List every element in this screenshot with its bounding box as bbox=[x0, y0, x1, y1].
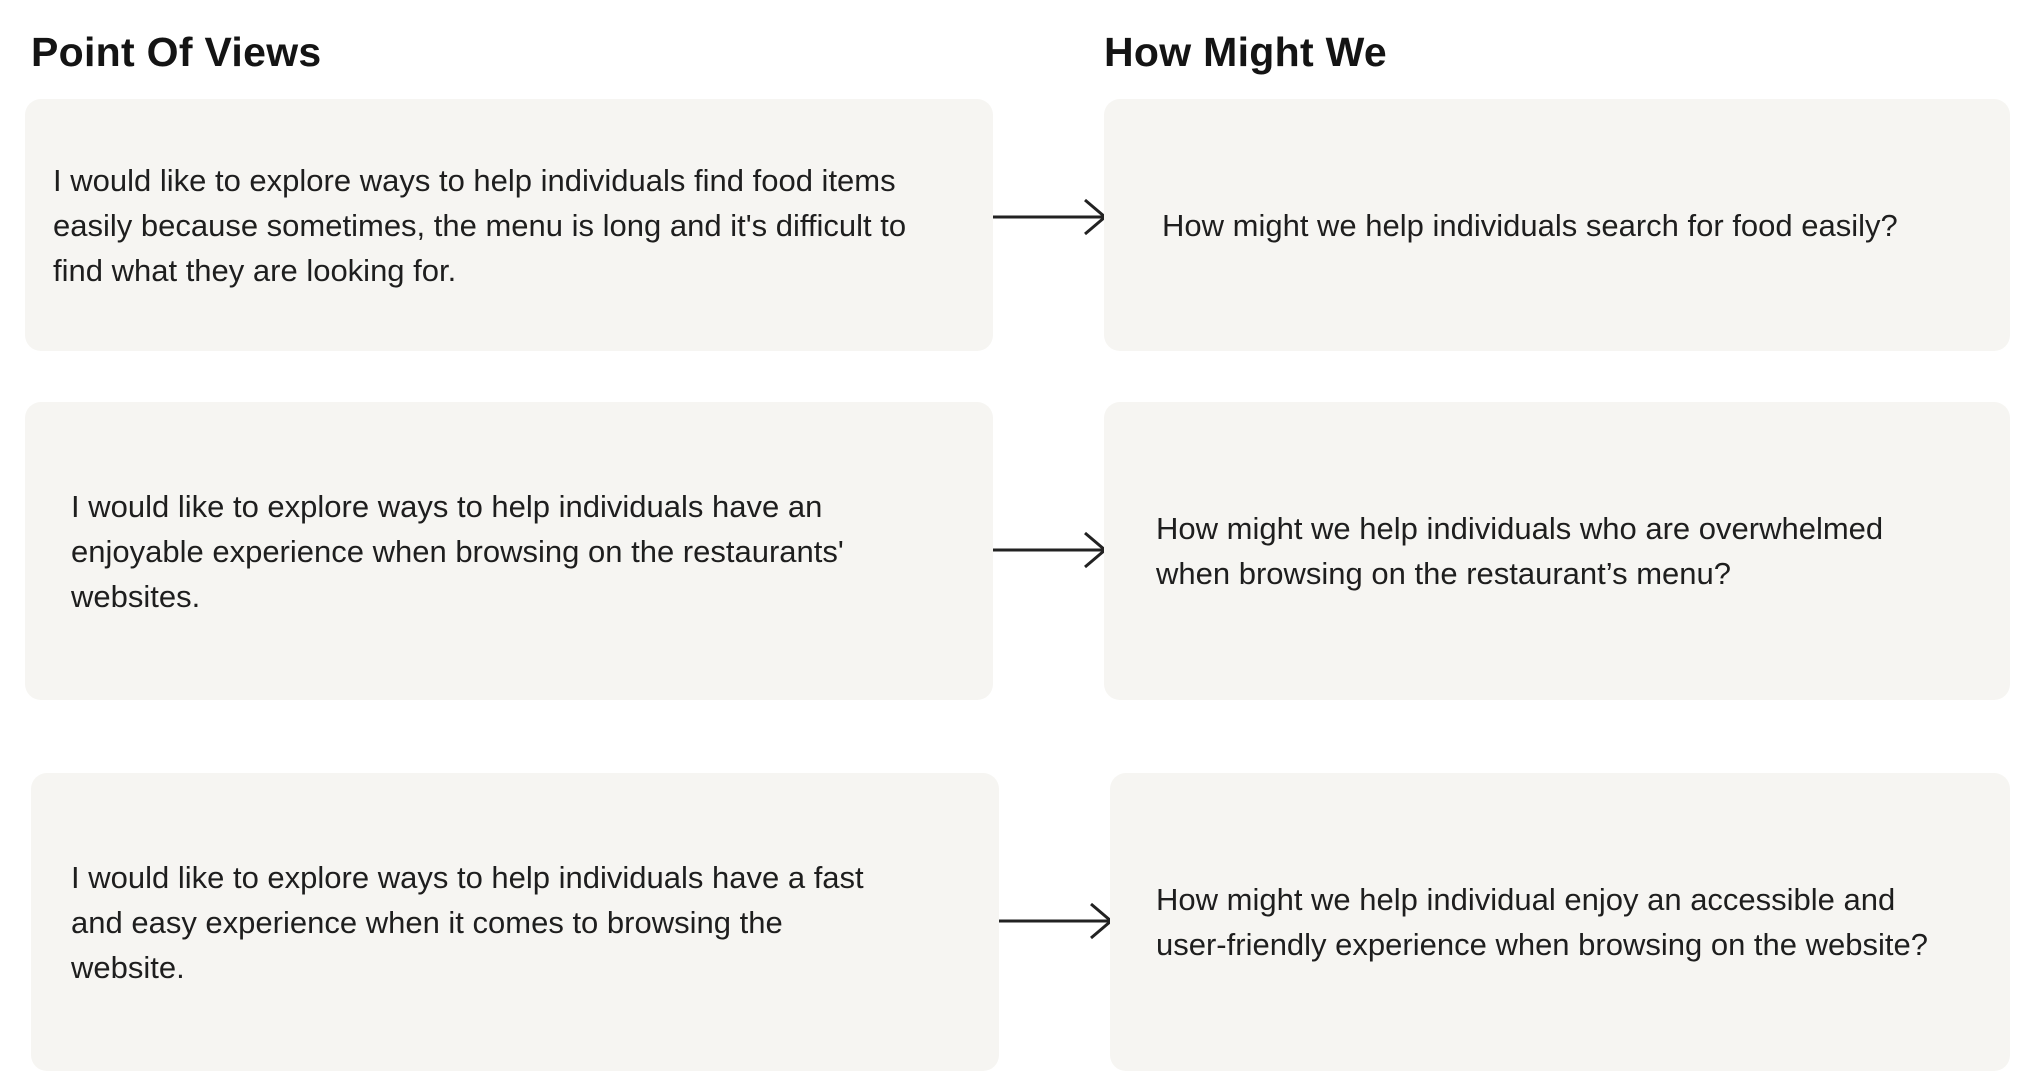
hmw-heading: How Might We bbox=[1104, 29, 1387, 75]
pov-text-1: I would like to explore ways to help ind… bbox=[53, 162, 907, 288]
pov-heading: Point Of Views bbox=[31, 29, 322, 75]
right-arrow-icon bbox=[993, 198, 1108, 236]
hmw-card-1: How might we help individuals search for… bbox=[1104, 99, 2010, 351]
hmw-text-1: How might we help individuals search for… bbox=[1162, 207, 1898, 243]
right-arrow-icon bbox=[993, 531, 1108, 569]
hmw-card-2: How might we help individuals who are ov… bbox=[1104, 402, 2010, 700]
hmw-text-2: How might we help individuals who are ov… bbox=[1156, 511, 1884, 591]
pov-card-1: I would like to explore ways to help ind… bbox=[25, 99, 993, 351]
pov-card-2: I would like to explore ways to help ind… bbox=[25, 402, 993, 700]
pov-text-2: I would like to explore ways to help ind… bbox=[71, 488, 844, 614]
right-arrow-icon bbox=[999, 902, 1114, 940]
hmw-text-3: How might we help individual enjoy an ac… bbox=[1156, 882, 1928, 962]
hmw-card-3: How might we help individual enjoy an ac… bbox=[1110, 773, 2010, 1071]
pov-text-3: I would like to explore ways to help ind… bbox=[71, 859, 864, 985]
pov-card-3: I would like to explore ways to help ind… bbox=[31, 773, 999, 1071]
